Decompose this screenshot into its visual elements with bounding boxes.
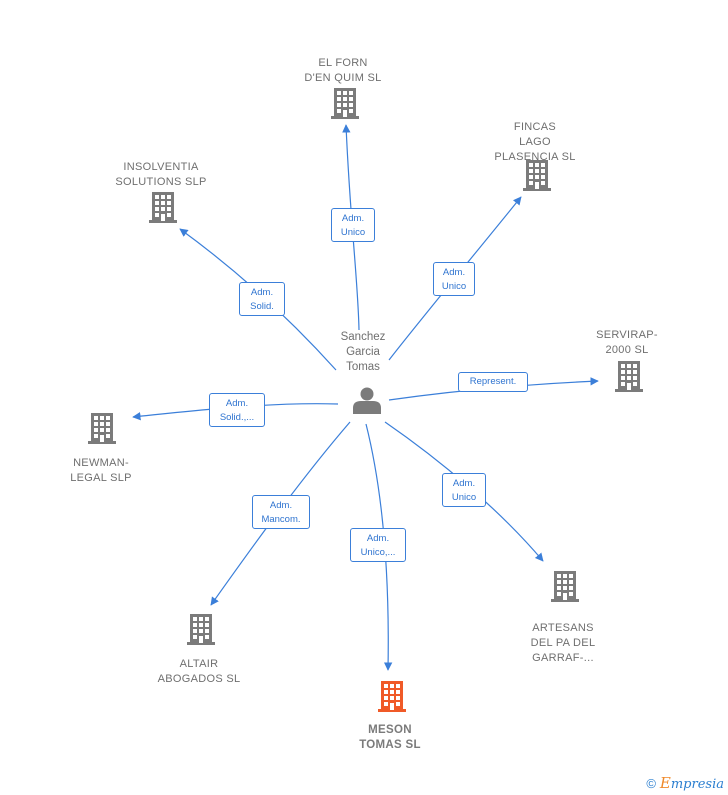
- building-icon-altair[interactable]: [187, 614, 215, 645]
- company-name-meson[interactable]: MESON TOMAS SL: [359, 724, 421, 751]
- company-name-servirap[interactable]: SERVIRAP- 2000 SL: [596, 329, 658, 356]
- brand-name: mpresia: [670, 777, 724, 792]
- building-icon-newman[interactable]: [88, 413, 116, 444]
- building-icon-artesans[interactable]: [551, 571, 579, 602]
- copyright-symbol: ©: [646, 776, 656, 791]
- company-name-insolventia[interactable]: INSOLVENTIA SOLUTIONS SLP: [115, 161, 207, 188]
- edge-meson: [365, 423, 393, 671]
- building-icon-elforn[interactable]: [331, 88, 359, 119]
- building-icon-insolventia[interactable]: [149, 192, 177, 223]
- edge-elforn: [342, 124, 360, 331]
- edge-label-elforn[interactable]: Adm. Unico: [331, 208, 375, 242]
- company-name-newman[interactable]: NEWMAN- LEGAL SLP: [70, 457, 132, 484]
- brand-logo: Empresia: [659, 774, 724, 792]
- company-name-altair[interactable]: ALTAIR ABOGADOS SL: [157, 658, 241, 685]
- footer: ©Empresia: [646, 774, 724, 792]
- building-icon-meson[interactable]: [378, 681, 406, 712]
- company-name-fincas[interactable]: FINCAS LAGO PLASENCIA SL: [494, 121, 576, 163]
- company-name-artesans[interactable]: ARTESANS DEL PA DEL GARRAF-...: [530, 622, 596, 664]
- person-name[interactable]: Sanchez Garcia Tomas: [340, 331, 386, 373]
- company-name-elforn[interactable]: EL FORN D'EN QUIM SL: [304, 57, 382, 84]
- edge-label-fincas[interactable]: Adm. Unico: [433, 262, 475, 296]
- edge-label-altair[interactable]: Adm. Mancom.: [252, 495, 310, 529]
- building-icon-servirap[interactable]: [615, 361, 643, 392]
- brand-first-letter: E: [659, 774, 671, 792]
- edge-label-meson[interactable]: Adm. Unico,...: [350, 528, 406, 562]
- edge-label-artesans[interactable]: Adm. Unico: [442, 473, 486, 507]
- edge-label-newman[interactable]: Adm. Solid.,...: [209, 393, 265, 427]
- person-icon[interactable]: [353, 387, 381, 415]
- edge-label-servirap[interactable]: Represent.: [458, 372, 528, 392]
- edge-label-insolventia[interactable]: Adm. Solid.: [239, 282, 285, 316]
